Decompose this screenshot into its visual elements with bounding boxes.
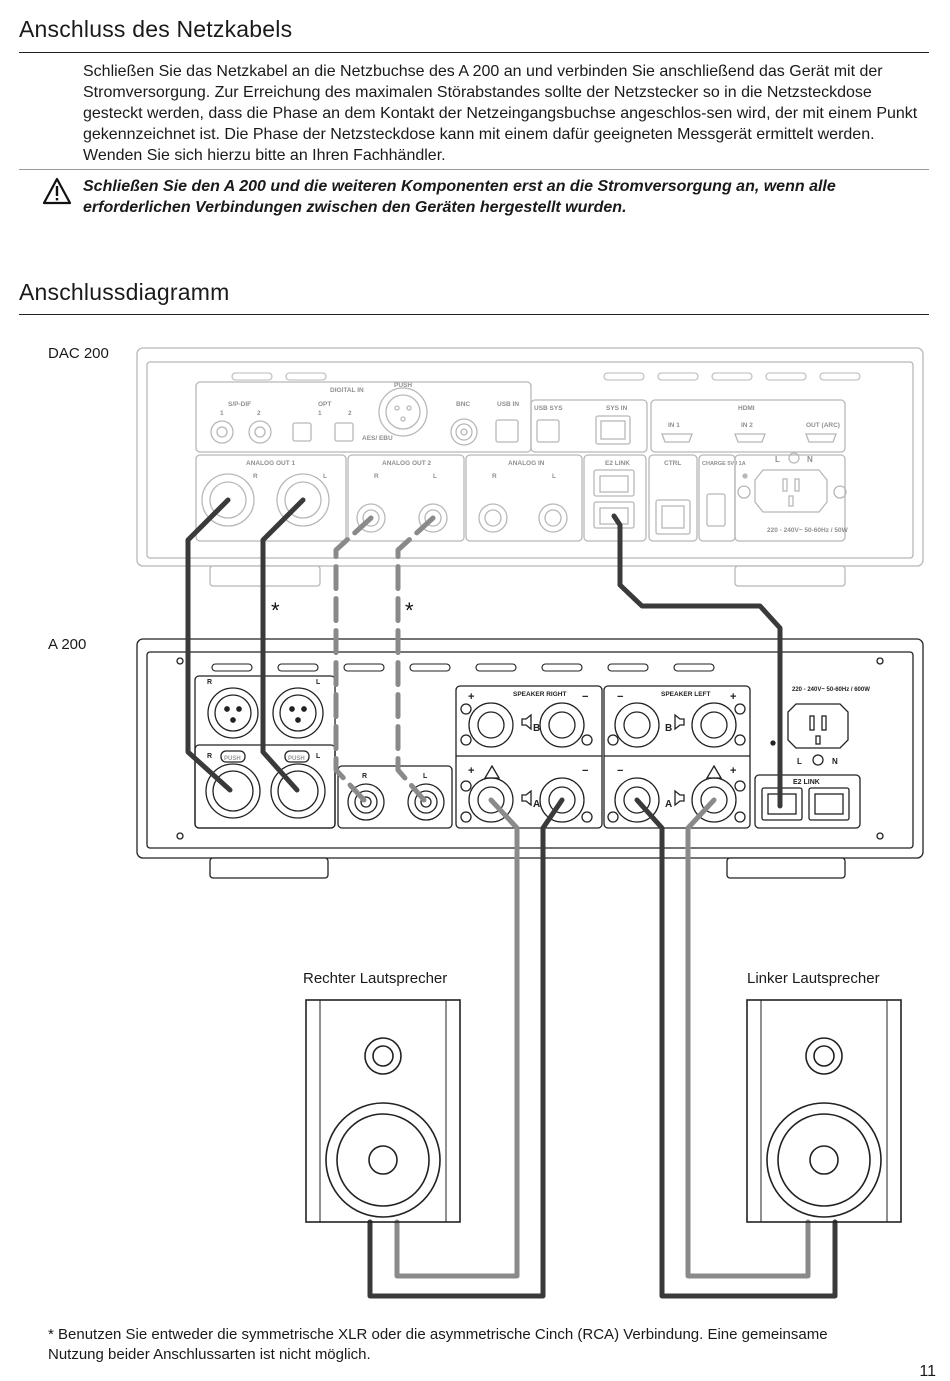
- amp-rca-r-label: R: [362, 773, 367, 780]
- connection-diagram: DIGITAL IN S/P-DIF 1 2 OPT 1 2 PUSH AES/…: [136, 347, 924, 1299]
- heading-rule: [19, 52, 929, 53]
- amp-l-a-label: A: [665, 799, 672, 810]
- section-heading-diagram: Anschlussdiagramm: [19, 279, 230, 305]
- amp-l-b-label: B: [665, 723, 672, 734]
- dac-opt-2-label: 2: [348, 410, 352, 417]
- speaker-right-label: Rechter Lautsprecher: [303, 970, 448, 987]
- xlr-cable-left: [260, 497, 306, 793]
- amp-power-l-label: L: [797, 757, 802, 766]
- amp-power-n-label: N: [832, 757, 838, 766]
- dac-spdif-1-label: 1: [220, 410, 224, 417]
- dac-e2-link-label: E2 LINK: [605, 460, 630, 467]
- dac-opt-1-label: 1: [318, 410, 322, 417]
- amp-push-label-l: PUSH: [288, 756, 305, 762]
- asterisk-xlr: *: [271, 598, 280, 623]
- amp-r-a-label: A: [533, 799, 540, 810]
- footnote: * Benutzen Sie entweder die symmetrische…: [48, 1326, 828, 1363]
- separator: [19, 169, 929, 170]
- dac-usb-in-label: USB IN: [497, 401, 519, 408]
- dac-analog-in-label: ANALOG IN: [508, 460, 545, 467]
- dac-hdmi-label: HDMI: [738, 405, 755, 412]
- speaker-right-cable-minus: [367, 797, 565, 1299]
- dac-power-label: 220 - 240V~ 50-60Hz / 50W: [767, 527, 849, 534]
- amp-l-plus-a: +: [730, 765, 736, 777]
- dac-sys-in-label: SYS IN: [606, 405, 628, 412]
- speaker-right-cable-plus: [394, 797, 520, 1279]
- cables: [185, 497, 838, 1299]
- dac-ctrl-label: CTRL: [664, 460, 681, 467]
- amp-e2-link-label: E2 LINK: [793, 779, 820, 786]
- amp-r-minus-b: −: [582, 691, 588, 703]
- amp-xlr-in-l-label: L: [316, 753, 321, 760]
- amp-r-plus-b: +: [468, 691, 474, 703]
- amp-l-minus-b: −: [617, 691, 623, 703]
- warning-text: Schließen Sie den A 200 und die weiteren…: [83, 178, 836, 216]
- amp-rca-l-label: L: [423, 773, 428, 780]
- amp-xlr-out-l-label: L: [316, 679, 321, 686]
- speaker-left-cable-minus: [634, 797, 838, 1299]
- amp-l-plus-b: +: [730, 691, 736, 703]
- xlr-cable-right: [185, 497, 233, 793]
- dac-hdmi-in1-label: IN 1: [668, 422, 680, 429]
- dac-hdmi-in2-label: IN 2: [741, 422, 753, 429]
- dac-power-l-label: L: [775, 455, 780, 464]
- dac-spdif-label: S/P-DIF: [228, 401, 251, 408]
- amp-power-label: 220 - 240V~ 50-60Hz / 600W: [792, 687, 870, 693]
- rca-cable-left: [395, 515, 436, 803]
- amp-label: A 200: [48, 636, 87, 653]
- page-number: 11: [919, 1363, 936, 1380]
- dac-label: DAC 200: [48, 345, 109, 362]
- dac-hdmi-out-label: OUT (ARC): [806, 422, 840, 429]
- e2-link-cable: [611, 513, 783, 809]
- dac-digital-in-label: DIGITAL IN: [330, 387, 364, 394]
- dac-opt-label: OPT: [318, 401, 331, 408]
- dac-usb-sys-label: USB SYS: [534, 405, 563, 412]
- dac-power-n-label: N: [807, 455, 813, 464]
- dac-in-l-label: L: [552, 473, 556, 480]
- amp-speaker-right-label: SPEAKER RIGHT: [513, 691, 566, 698]
- heading-rule: [19, 314, 929, 315]
- dac-analog-out1-label: ANALOG OUT 1: [246, 460, 295, 467]
- speaker-left-label: Linker Lautsprecher: [747, 970, 880, 987]
- dac-spdif-2-label: 2: [257, 410, 261, 417]
- dac-aes-label: AES/ EBU: [362, 435, 393, 442]
- rca-cable-right: [333, 515, 374, 803]
- dac-out1-r-label: R: [253, 473, 258, 480]
- amp-xlr-in-r-label: R: [207, 753, 212, 760]
- amp-r-minus-a: −: [582, 765, 588, 777]
- dac-out1-l-label: L: [323, 473, 327, 480]
- amp-push-label-r: PUSH: [224, 756, 241, 762]
- dac-charge-label: CHARGE 5V / 1A: [702, 461, 746, 467]
- speaker-right: [305, 999, 461, 1223]
- dac-out2-l-label: L: [433, 473, 437, 480]
- section-heading-power-cable: Anschluss des Netzkabels: [19, 16, 293, 42]
- amp-speaker-left-label: SPEAKER LEFT: [661, 691, 711, 698]
- dac-analog-out2-label: ANALOG OUT 2: [382, 460, 431, 467]
- amp-r-plus-a: +: [468, 765, 474, 777]
- warning-triangle-icon: [42, 177, 72, 205]
- speaker-left: [746, 999, 902, 1223]
- a-200-device: [136, 638, 924, 879]
- power-cable-paragraph: Schließen Sie das Netzkabel an die Netzb…: [83, 63, 918, 164]
- dac-200-device: [136, 347, 924, 587]
- asterisk-rca: *: [405, 598, 414, 623]
- dac-push-label: PUSH: [394, 382, 412, 389]
- speaker-left-cable-plus: [685, 797, 811, 1279]
- dac-in-r-label: R: [492, 473, 497, 480]
- amp-r-b-label: B: [533, 723, 540, 734]
- dac-out2-r-label: R: [374, 473, 379, 480]
- dac-bnc-label: BNC: [456, 401, 470, 408]
- amp-l-minus-a: −: [617, 765, 623, 777]
- amp-xlr-out-r-label: R: [207, 679, 212, 686]
